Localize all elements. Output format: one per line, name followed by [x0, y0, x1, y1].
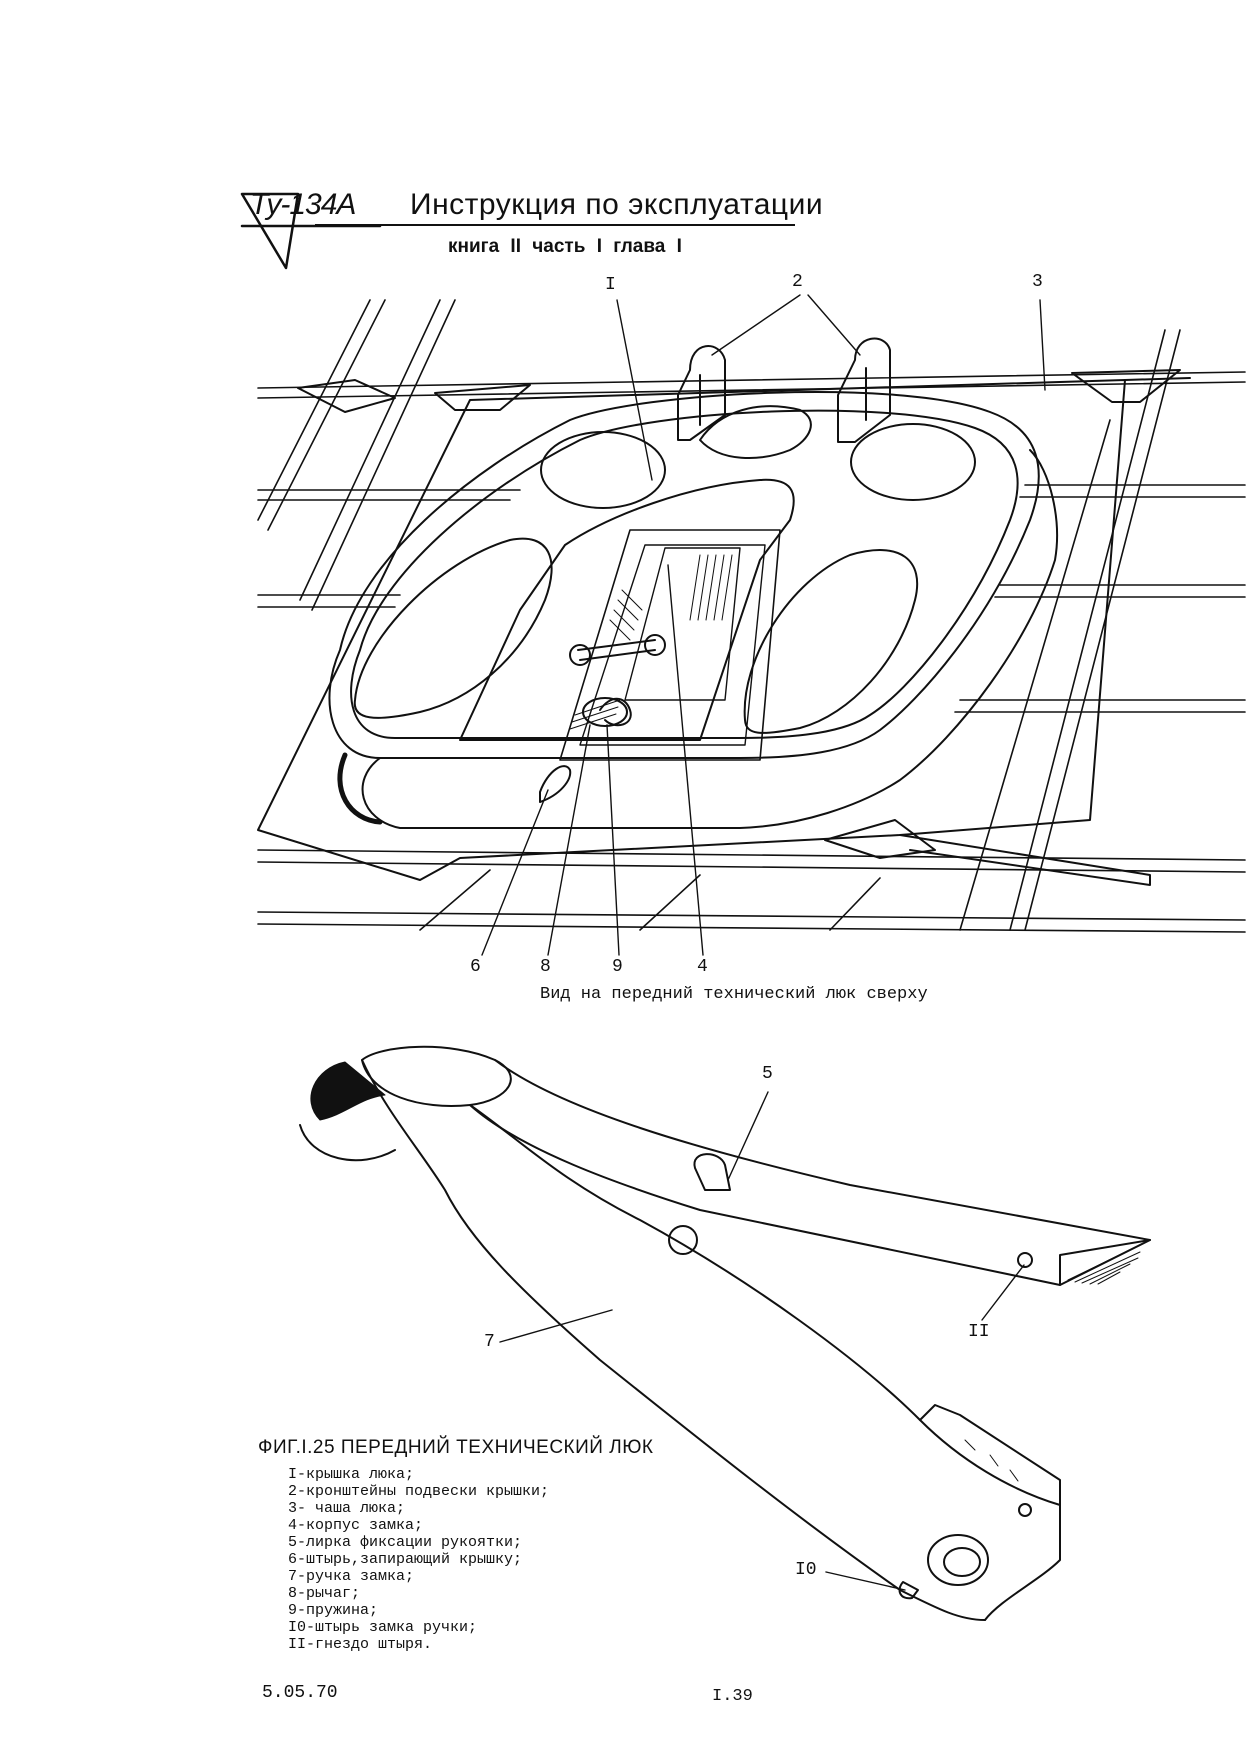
- pin-10: [898, 1581, 919, 1600]
- document-subtitle: книга II часть I глава I: [448, 236, 682, 257]
- legend-item: 3- чаша люка;: [288, 1500, 406, 1517]
- legend-item: 2-кронштейны подвески крышки;: [288, 1483, 550, 1500]
- hatch-bowl-outline: [257, 379, 1126, 881]
- cover-hole: [850, 423, 976, 501]
- logo-text: Ту-134А: [250, 188, 356, 221]
- callout-9: 9: [612, 957, 623, 977]
- callout-10: I0: [795, 1560, 817, 1580]
- legend-item: 6-штырь,запирающий крышку;: [288, 1551, 523, 1568]
- callout-2: 2: [792, 272, 803, 292]
- callout-leaders-top: [481, 294, 1046, 956]
- callout-3: 3: [1032, 272, 1043, 292]
- callout-1: I: [605, 275, 616, 295]
- callout-11: II: [968, 1322, 990, 1342]
- lock-pin-socket: [927, 1534, 989, 1586]
- fitting: [434, 384, 531, 411]
- legend-item: 4-корпус замка;: [288, 1517, 424, 1534]
- fitting: [824, 819, 936, 859]
- page-number: I.39: [712, 1687, 753, 1706]
- cover-hole: [743, 549, 919, 734]
- document-title: Инструкция по эксплуатации: [410, 188, 824, 221]
- callout-6: 6: [470, 957, 481, 977]
- callout-5: 5: [762, 1064, 773, 1084]
- cover-hole: [353, 537, 553, 719]
- fitting: [297, 379, 396, 413]
- legend-item: 7-ручка замка;: [288, 1568, 415, 1585]
- title-underline: [315, 224, 795, 226]
- fuselage-structure-lines: [257, 299, 1246, 933]
- tupolev-logo: [240, 192, 382, 270]
- cover-hole: [540, 431, 666, 509]
- hatch-cover-outline: [328, 391, 1040, 759]
- lever-8: [577, 639, 656, 661]
- legend: I-крышка люка; 2-кронштейны подвески кры…: [288, 1466, 549, 1653]
- lyre-5: [693, 1153, 731, 1191]
- bracket-2-right: [837, 337, 891, 443]
- footer-date: 5.05.70: [262, 1683, 338, 1703]
- legend-item: I-крышка люка;: [288, 1466, 415, 1483]
- legend-item: I0-штырь замка ручки;: [288, 1619, 478, 1636]
- handle-head: [361, 1045, 512, 1107]
- view-caption: Вид на передний технический люк сверху: [540, 985, 928, 1004]
- knob: [668, 1225, 698, 1255]
- legend-item: 8-рычаг;: [288, 1585, 361, 1602]
- lock-body-hatching: [569, 554, 733, 730]
- hatch-top-view-illustration: [257, 294, 1246, 956]
- legend-item: 5-лирка фиксации рукоятки;: [288, 1534, 523, 1551]
- figure-title: ФИГ.I.25 ПЕРЕДНИЙ ТЕХНИЧЕСКИЙ ЛЮК: [258, 1437, 654, 1458]
- callout-leaders-bottom: [499, 1091, 1025, 1591]
- fitting: [1071, 369, 1181, 403]
- callout-7: 7: [484, 1332, 495, 1352]
- callout-4: 4: [697, 957, 708, 977]
- pin-6: [539, 765, 572, 803]
- lock-handle-illustration: [299, 1045, 1151, 1621]
- callout-8: 8: [540, 957, 551, 977]
- legend-item: 9-пружина;: [288, 1602, 379, 1619]
- lock-cutaway: [459, 478, 795, 741]
- arm-tip-hatching: [1067, 1244, 1141, 1285]
- legend-item: II-гнездо штыря.: [288, 1636, 433, 1653]
- handle-arm: [469, 1059, 1151, 1286]
